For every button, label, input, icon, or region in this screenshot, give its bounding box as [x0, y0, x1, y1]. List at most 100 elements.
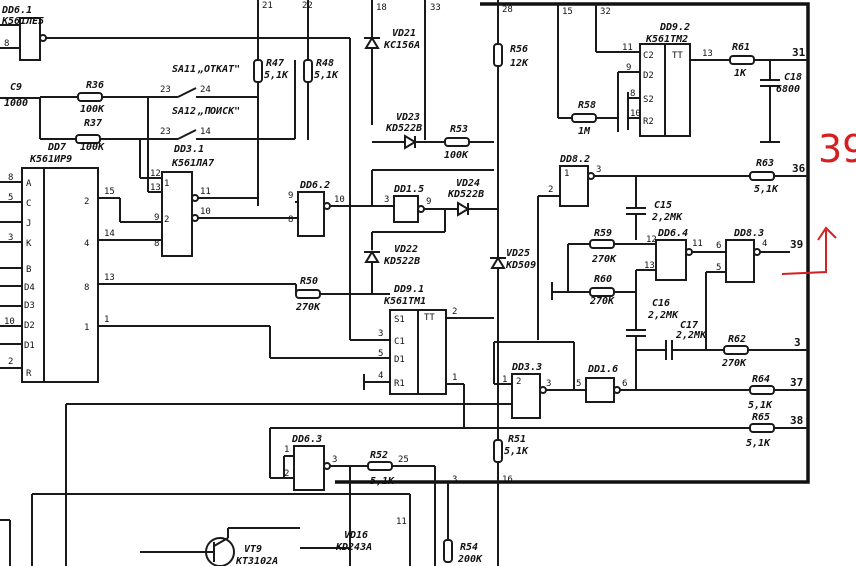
red-annotation: 39 — [781, 127, 856, 275]
diode-vd23: VD23 KD522B — [372, 112, 445, 150]
r37-ref: R37 — [84, 118, 102, 129]
resistor-r59: R59 270K — [567, 228, 636, 292]
svg-text:10: 10 — [4, 317, 15, 327]
svg-text:18: 18 — [376, 3, 387, 13]
vd25-ref: VD25 — [506, 248, 530, 259]
transistor-vt9: VT9 KT3102A — [140, 527, 300, 566]
svg-text:1: 1 — [84, 323, 89, 333]
svg-text:D3: D3 — [24, 301, 35, 311]
svg-text:4: 4 — [378, 371, 383, 381]
resistor-r65: R65 5,1K 38 — [270, 412, 808, 449]
svg-text:5: 5 — [716, 263, 721, 273]
svg-text:5: 5 — [8, 193, 13, 203]
r53-val: 100K — [444, 150, 469, 161]
resistor-r53: R53 100K — [444, 124, 494, 161]
svg-text:1: 1 — [284, 445, 289, 455]
resistor-r61: R61 1K 31 — [729, 42, 808, 79]
svg-text:D1: D1 — [394, 355, 405, 365]
chip-dd31: DD3.1 K561ЛА7 12 13 9 8 1 11 2 10 — [119, 97, 295, 257]
svg-text:S1: S1 — [394, 315, 405, 325]
svg-text:D4: D4 — [24, 283, 35, 293]
r60-val: 270K — [589, 296, 615, 307]
dd61-part: K561ЛЕ5 — [1, 16, 44, 27]
vd21-part: KC156A — [383, 40, 420, 51]
chip-dd7: DD7 K561ИР9 A C J K B D4 D3 D2 D1 R 8 5 … — [0, 142, 296, 383]
svg-text:2: 2 — [452, 307, 457, 317]
r47-val: 5,1K — [264, 70, 289, 81]
svg-text:2: 2 — [548, 185, 553, 195]
dd61-ref: DD6.1 — [1, 5, 32, 16]
vt9-part: KT3102A — [235, 556, 278, 566]
r64-ref: R64 — [752, 374, 770, 385]
svg-text:11: 11 — [622, 43, 633, 53]
resistor-r36: R36 100K — [40, 80, 160, 115]
diode-vd24: VD24 KD522B — [424, 178, 498, 217]
svg-text:38: 38 — [790, 414, 803, 427]
vd25-part: KD509 — [505, 260, 536, 271]
r64-val: 5,1K — [748, 400, 773, 411]
chip-dd82: DD8.2 2 1 3 — [537, 154, 750, 340]
svg-text:8: 8 — [154, 239, 159, 249]
svg-text:8: 8 — [4, 39, 9, 49]
svg-text:23: 23 — [160, 85, 171, 95]
svg-text:3: 3 — [794, 336, 801, 349]
resistor-r37: R37 100K — [39, 98, 160, 153]
chip-dd64: DD6.4 12 13 11 — [636, 228, 726, 281]
vd21-ref: VD21 — [392, 28, 416, 39]
svg-text:13: 13 — [702, 49, 713, 59]
svg-text:12: 12 — [150, 169, 161, 179]
r59-ref: R59 — [594, 228, 612, 239]
r48-ref: R48 — [316, 58, 334, 69]
c16-ref: C16 — [652, 298, 670, 309]
svg-text:3: 3 — [546, 379, 551, 389]
svg-text:39: 39 — [790, 238, 803, 251]
svg-text:R2: R2 — [643, 117, 654, 127]
r36-ref: R36 — [86, 80, 104, 91]
svg-text:B: B — [26, 265, 31, 275]
vd16-ref: VD16 — [344, 530, 368, 541]
r52-ref: R52 — [370, 450, 388, 461]
diode-vd25: VD25 KD509 — [490, 248, 536, 271]
svg-text:R1: R1 — [394, 379, 405, 389]
vd24-ref: VD24 — [456, 178, 480, 189]
dd82-ref: DD8.2 — [559, 154, 590, 165]
svg-text:1: 1 — [164, 179, 169, 189]
svg-text:3: 3 — [384, 195, 389, 205]
r61-val: 1K — [734, 68, 747, 79]
r58-ref: R58 — [578, 100, 596, 111]
svg-text:D1: D1 — [24, 341, 35, 351]
svg-text:21: 21 — [262, 1, 273, 11]
svg-text:C: C — [26, 199, 31, 209]
r54-val: 200K — [457, 554, 483, 565]
dd83-ref: DD8.3 — [733, 228, 764, 239]
svg-text:8: 8 — [84, 283, 89, 293]
svg-text:16: 16 — [502, 475, 513, 485]
dd64-ref: DD6.4 — [657, 228, 688, 239]
svg-text:11: 11 — [200, 187, 211, 197]
svg-text:3: 3 — [596, 165, 601, 175]
r65-val: 5,1K — [746, 438, 771, 449]
svg-text:D2: D2 — [643, 71, 654, 81]
r51-ref: R51 — [508, 434, 526, 445]
r36-val: 100K — [80, 104, 105, 115]
r61-ref: R61 — [732, 42, 750, 53]
svg-text:10: 10 — [200, 207, 211, 217]
c15-ref: C15 — [654, 200, 672, 211]
capacitor-c16: C16 2,2МК — [626, 298, 679, 350]
dd31-part: K561ЛА7 — [171, 158, 214, 169]
svg-text:8: 8 — [288, 215, 293, 225]
r53-ref: R53 — [450, 124, 468, 135]
chip-dd16: DD1.6 5 6 — [576, 350, 750, 403]
svg-text:9: 9 — [426, 197, 431, 207]
bottom-area: 3 16 11 — [0, 475, 513, 566]
chip-dd63: DD6.3 1 2 3 — [269, 428, 368, 491]
svg-text:11: 11 — [396, 517, 407, 527]
zener-vd21: 18 33 VD21 KC156A — [364, 0, 441, 140]
board-border — [335, 2, 810, 484]
svg-text:14: 14 — [104, 229, 115, 239]
capacitor-c18: C18 6800 — [760, 60, 802, 143]
dd62-ref: DD6.2 — [299, 180, 330, 191]
r59-val: 270K — [591, 254, 617, 265]
vd22-part: KD522B — [383, 256, 420, 267]
